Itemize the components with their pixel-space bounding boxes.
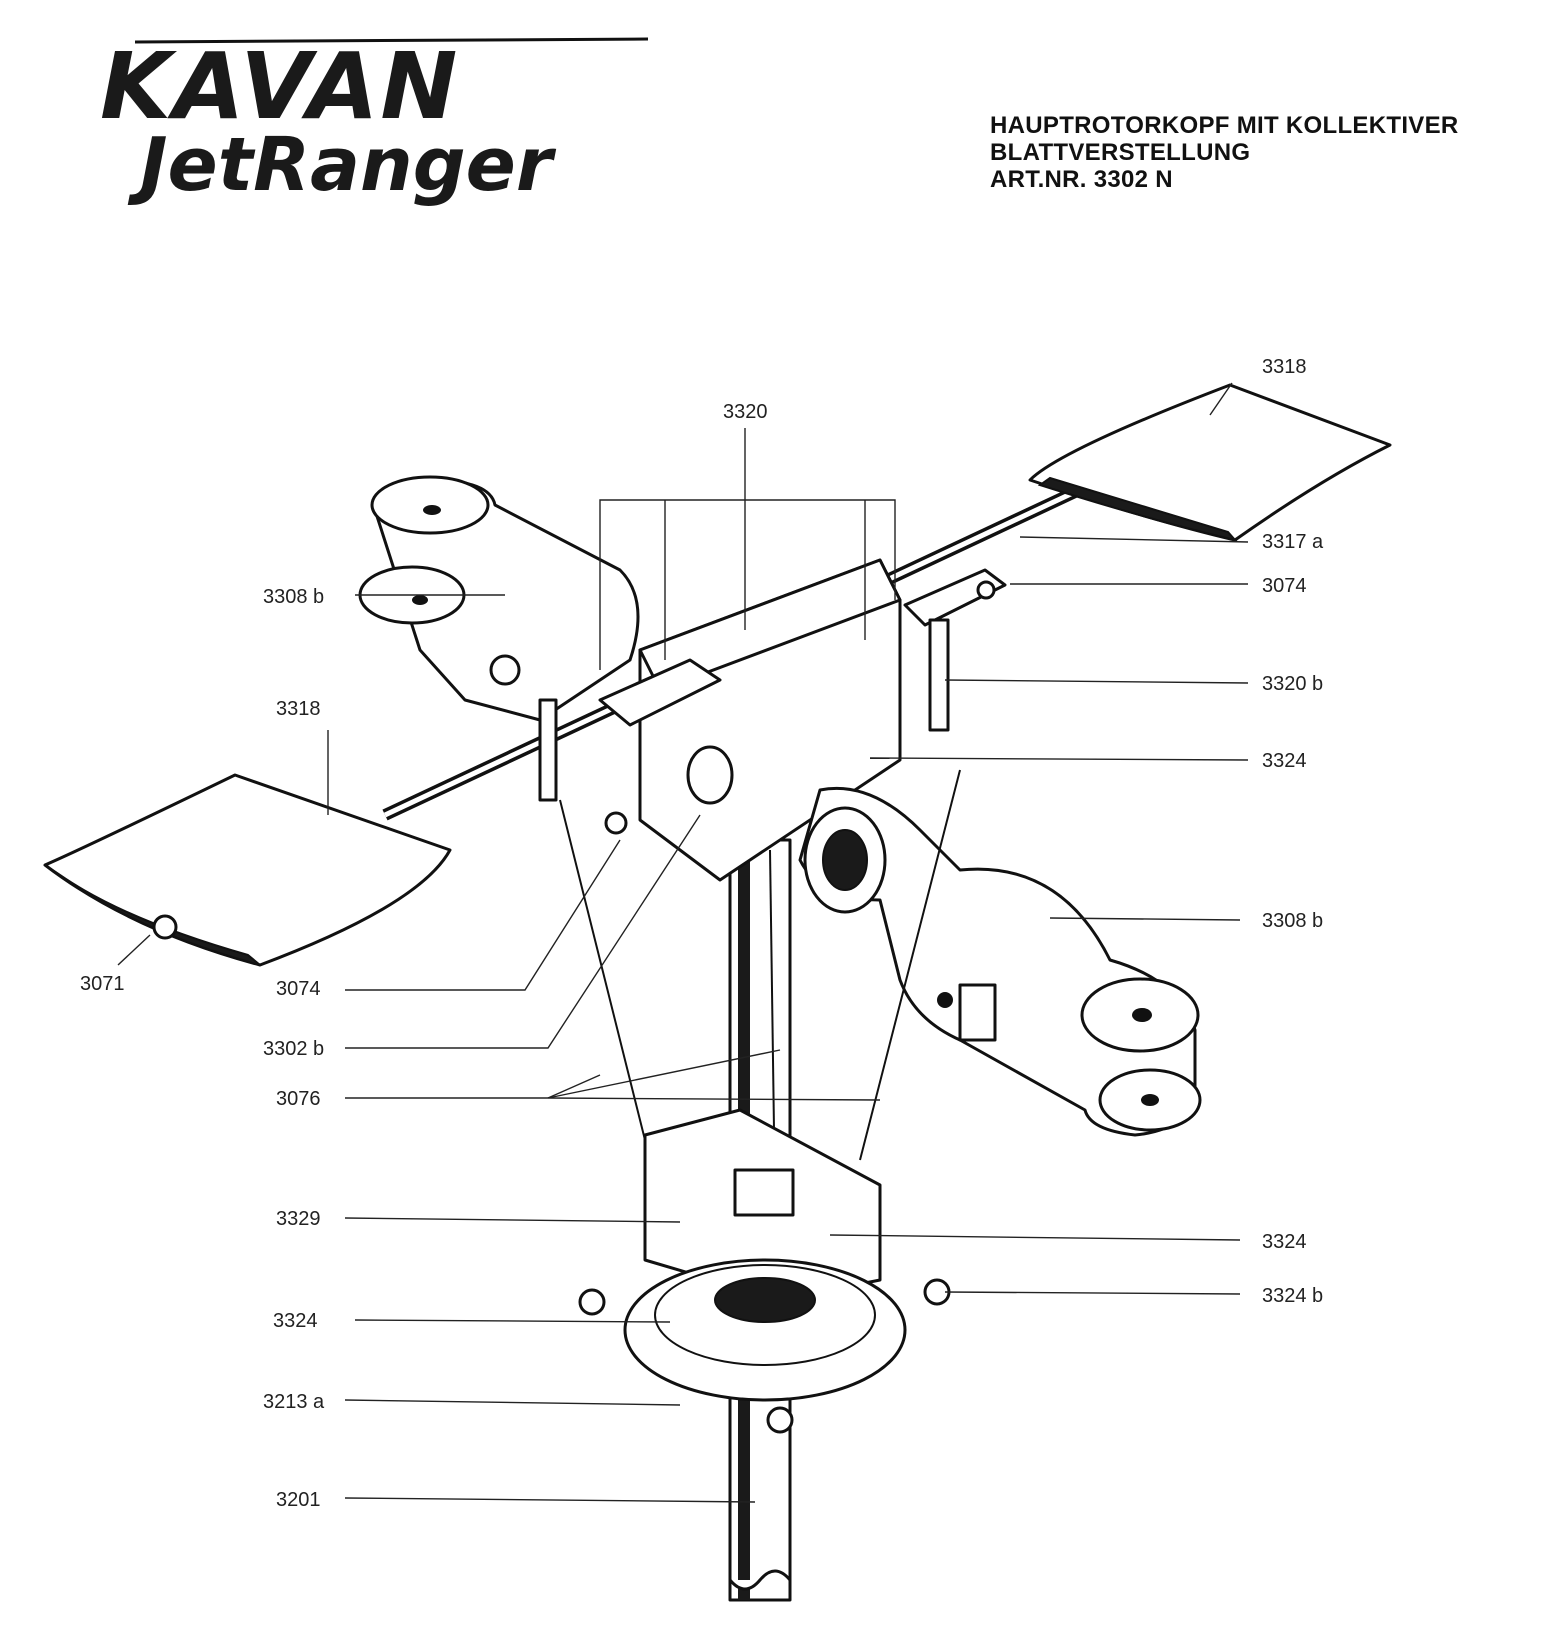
label-3213a: 3213 a <box>263 1391 325 1413</box>
label-3201: 3201 <box>276 1489 321 1511</box>
pushrod-right <box>859 769 961 1161</box>
linkage-left <box>538 698 558 802</box>
title-block: HAUPTROTORKOPF MIT KOLLEKTIVER BLATTVERS… <box>990 112 1550 193</box>
paddle-right <box>1028 383 1392 542</box>
rotor-head-drawing <box>43 383 1392 1602</box>
label-3320b: 3320 b <box>1262 673 1323 695</box>
label-3324-upper: 3324 <box>1262 750 1307 772</box>
title-line-2: BLATTVERSTELLUNG <box>990 139 1251 166</box>
hub-hole <box>686 745 734 805</box>
paddle-nut <box>152 914 178 940</box>
title-line-3: ART.NR. 3302 N <box>990 166 1173 193</box>
swashplate <box>623 1258 907 1402</box>
title-line-1: HAUPTROTORKOPF MIT KOLLEKTIVER <box>990 112 1459 139</box>
ball-link-bottom <box>766 1406 794 1434</box>
part-labels: 3318 3320 3317 a 3074 3308 b 3320 b 3318… <box>80 356 1324 1511</box>
label-3317a: 3317 a <box>1262 531 1324 553</box>
leader-lines <box>117 382 1249 1503</box>
label-3076: 3076 <box>276 1088 321 1110</box>
mixer-arm-left <box>598 658 722 727</box>
label-3074-right: 3074 <box>1262 575 1307 597</box>
label-3302b: 3302 b <box>263 1038 324 1060</box>
logo-jetranger: JetRanger <box>127 122 557 208</box>
logo-kavan: KAVAN <box>100 33 459 140</box>
label-3074-left: 3074 <box>276 978 321 1000</box>
label-3071: 3071 <box>80 973 125 995</box>
label-3318-top: 3318 <box>1262 356 1307 378</box>
label-3324-lower: 3324 <box>273 1310 318 1332</box>
pushrod-left <box>559 799 661 1201</box>
label-3320: 3320 <box>723 401 768 423</box>
paddle-left <box>43 773 452 967</box>
label-3329: 3329 <box>276 1208 321 1230</box>
label-3318-left: 3318 <box>276 698 321 720</box>
shaft-break <box>728 1569 792 1591</box>
label-3308b-left: 3308 b <box>263 586 324 608</box>
label-3308b-right: 3308 b <box>1262 910 1323 932</box>
grip-left-disk-top <box>370 475 490 535</box>
brand-logo: KAVAN JetRanger <box>100 33 649 208</box>
label-3324b: 3324 b <box>1262 1285 1323 1307</box>
linkage-right <box>928 618 950 732</box>
ball-link-left <box>578 1288 606 1316</box>
label-3324-mid: 3324 <box>1262 1231 1307 1253</box>
